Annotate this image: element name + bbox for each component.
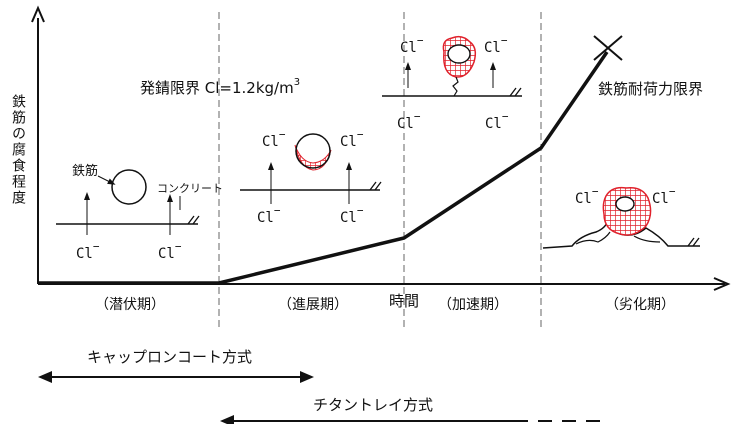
rust-limit-text: 発錆限界 Cl=1.2kg/m (140, 79, 294, 97)
rust-limit-superscript: 3 (294, 77, 300, 88)
rebar-pointer (97, 175, 116, 185)
stage-deterioration-illustration: Cl− Cl− (542, 185, 700, 249)
stage-label-acceleration: （加速期） (438, 297, 508, 313)
chloride-label: Cl− (262, 128, 286, 150)
rebar-label: 鉄筋 (72, 163, 98, 179)
rebar-core (615, 196, 635, 212)
load-limit-label: 鉄筋耐荷力限界 (598, 80, 703, 98)
chloride-label: Cl− (484, 34, 508, 56)
rebar-core (447, 44, 471, 64)
chloride-label: Cl− (397, 110, 421, 132)
chloride-label: Cl− (485, 110, 509, 132)
x-axis-arrow (713, 277, 731, 291)
rebar-circle (111, 169, 147, 205)
surface-hatch-mark (187, 215, 200, 225)
stage-acceleration-illustration: Cl− Cl− Cl− Cl− (382, 34, 522, 132)
method-cap-arrow-left (38, 371, 52, 383)
y-axis-arrow (31, 5, 45, 23)
spall-crack (575, 231, 661, 245)
chloride-label: Cl− (400, 34, 424, 56)
chloride-label: Cl− (158, 240, 182, 262)
rebar-corrosion-hatch (294, 144, 332, 171)
stage-label-latent: （潜伏期） (95, 297, 165, 313)
crack-line (452, 76, 459, 97)
x-axis-label: 時間 (389, 292, 419, 310)
method-cap-arrow-right (300, 371, 314, 383)
method-titanium-label: チタントレイ方式 (313, 396, 433, 414)
chloride-label: Cl− (575, 185, 599, 207)
chloride-label: Cl− (340, 204, 364, 226)
stage-latent-illustration: 鉄筋 コンクリート Cl− Cl− (56, 163, 223, 262)
method-cap-label: キャップロンコート方式 (87, 348, 252, 366)
failure-x-mark (593, 35, 623, 61)
rebar-circle (295, 133, 331, 169)
rust-limit-label: 発錆限界 Cl=1.2kg/m3 (140, 77, 300, 97)
chloride-label: Cl− (340, 128, 364, 150)
chloride-label: Cl− (76, 240, 100, 262)
concrete-label: コンクリート (157, 182, 223, 195)
y-axis-label: 鉄筋の腐食程度 (10, 94, 26, 206)
surface-hatch-mark (509, 87, 522, 97)
surface-hatch-mark (369, 181, 382, 191)
stage-progress-illustration: Cl− Cl− Cl− Cl− (240, 128, 382, 226)
surface-hatch-mark (687, 237, 700, 247)
chloride-label: Cl− (652, 185, 676, 207)
chloride-label: Cl− (257, 204, 281, 226)
stage-label-deterioration: （劣化期） (605, 297, 675, 313)
corrosion-curve (38, 51, 609, 285)
method-titanium-arrow-left (220, 415, 234, 424)
stage-label-progress: （進展期） (278, 297, 348, 313)
